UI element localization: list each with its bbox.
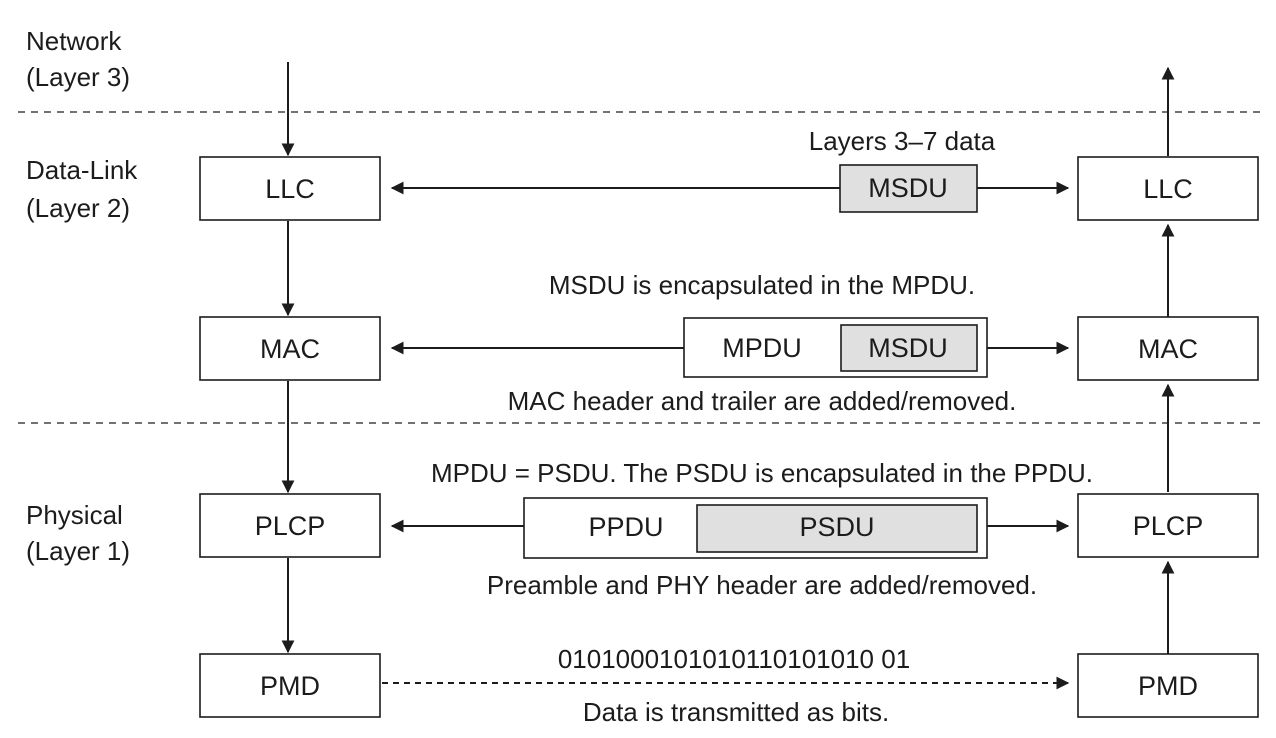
sender-mac-label: MAC <box>260 334 320 364</box>
layer-network-name: Network <box>26 26 122 56</box>
note-bits: 0101000101010110101010 01 <box>558 644 910 674</box>
psdu-unit: PSDU <box>696 504 978 553</box>
layer-network-level: (Layer 3) <box>26 62 130 92</box>
msdu-unit-mac: MSDU <box>840 324 978 372</box>
sender-llc-box: LLC <box>199 156 381 221</box>
msdu-mac-label: MSDU <box>868 333 948 363</box>
ppdu-label: PPDU <box>588 512 663 542</box>
sender-pmd-label: PMD <box>260 671 320 701</box>
msdu-llc-label: MSDU <box>868 173 948 203</box>
note-msdu-encapsulated: MSDU is encapsulated in the MPDU. <box>549 270 975 300</box>
receiver-pmd-label: PMD <box>1138 671 1198 701</box>
layer-datalink-level: (Layer 2) <box>26 193 130 223</box>
receiver-pmd-box: PMD <box>1077 653 1259 718</box>
note-layers-data: Layers 3–7 data <box>809 126 996 156</box>
mpdu-unit: MPDU MSDU <box>683 317 988 378</box>
note-preamble: Preamble and PHY header are added/remove… <box>487 570 1037 600</box>
note-bits-caption: Data is transmitted as bits. <box>583 697 889 727</box>
sender-pmd-box: PMD <box>199 653 381 718</box>
mpdu-label: MPDU <box>722 333 802 363</box>
msdu-unit-llc: MSDU <box>839 164 978 213</box>
note-mac-header: MAC header and trailer are added/removed… <box>508 386 1017 416</box>
sender-plcp-label: PLCP <box>255 511 326 541</box>
psdu-label: PSDU <box>799 512 874 542</box>
receiver-llc-box: LLC <box>1077 156 1259 221</box>
layer-physical-name: Physical <box>26 500 123 530</box>
sender-llc-label: LLC <box>265 174 315 204</box>
note-mpdu-psdu: MPDU = PSDU. The PSDU is encapsulated in… <box>431 458 1093 488</box>
receiver-mac-label: MAC <box>1138 334 1198 364</box>
layer-physical-level: (Layer 1) <box>26 536 130 566</box>
ppdu-unit: PPDU PSDU <box>523 497 988 559</box>
sender-mac-box: MAC <box>199 316 381 381</box>
receiver-llc-label: LLC <box>1143 174 1193 204</box>
receiver-plcp-box: PLCP <box>1077 493 1259 558</box>
sender-plcp-box: PLCP <box>199 493 381 558</box>
receiver-mac-box: MAC <box>1077 316 1259 381</box>
receiver-plcp-label: PLCP <box>1133 511 1204 541</box>
layer-datalink-name: Data-Link <box>26 155 138 185</box>
